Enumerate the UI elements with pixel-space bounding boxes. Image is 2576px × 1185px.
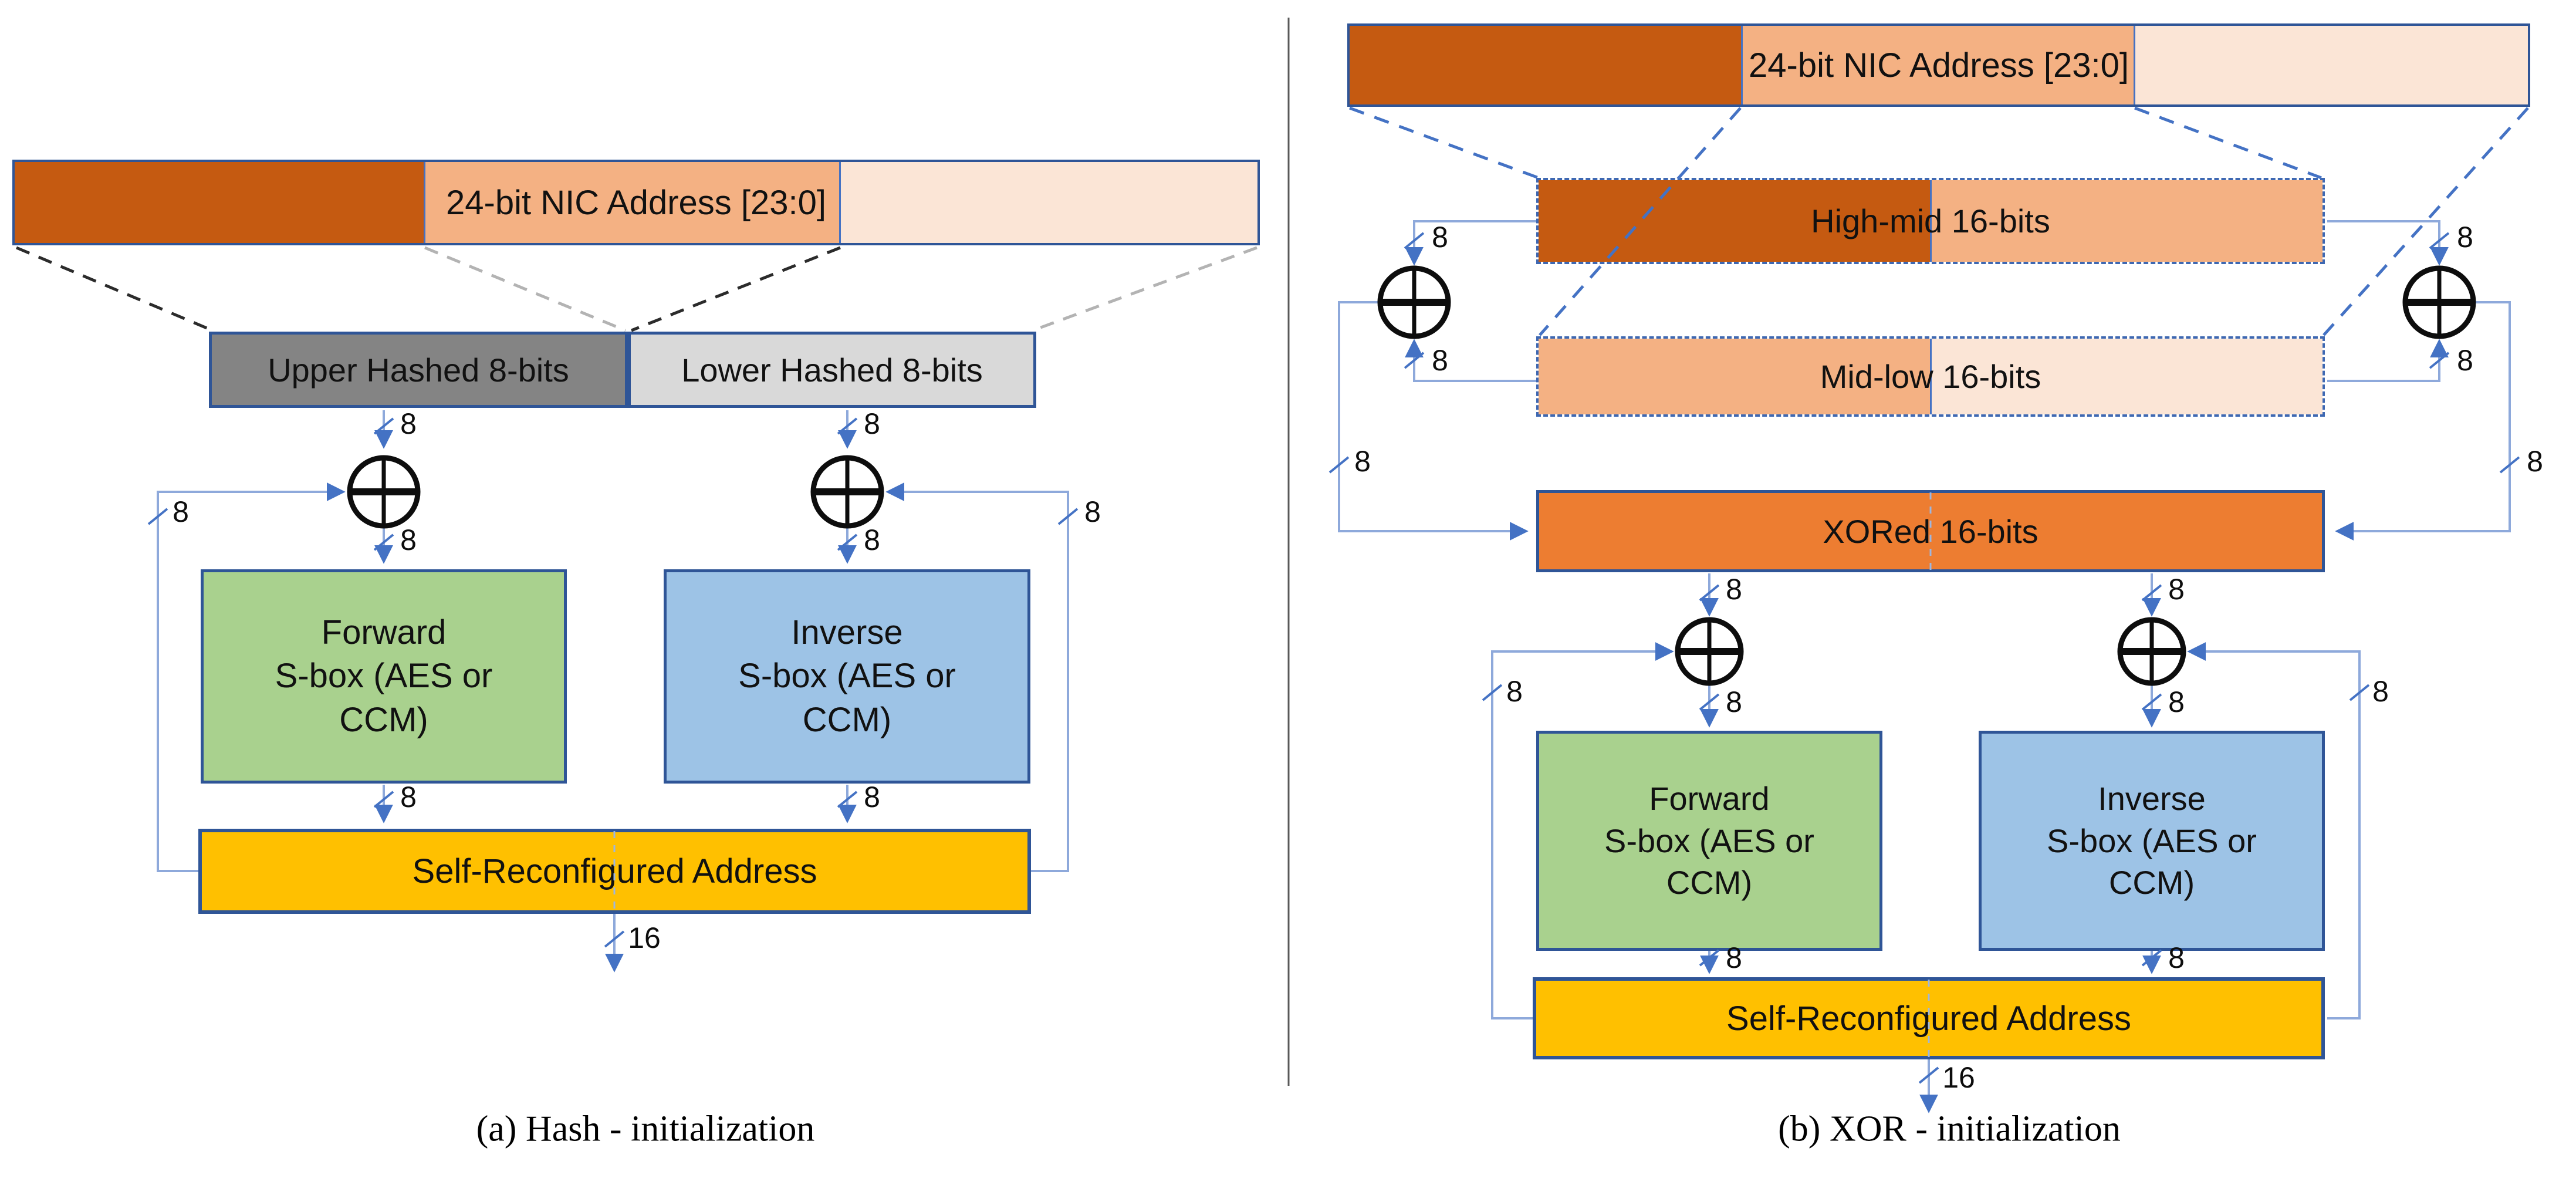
nic-segment-low [841, 162, 1257, 243]
forward-sbox-a: Forward S-box (AES or CCM) [201, 569, 567, 784]
bus-width-label: 8 [2168, 941, 2185, 974]
inverse-sbox-a-line3: CCM) [802, 700, 892, 739]
inverse-sbox-b-line1: Inverse [2098, 779, 2206, 817]
panel-b: 24-bit NIC Address [23:0] High-mid 16-bi… [1289, 0, 2576, 1185]
forward-sbox-b: Forward S-box (AES or CCM) [1536, 731, 1882, 951]
self-reconfigured-address-b: Self-Reconfigured Address [1533, 977, 2325, 1059]
nic-bar-label-a: 24-bit NIC Address [23:0] [446, 183, 826, 222]
bus-width-label: 8 [2457, 221, 2473, 254]
bus-width-label: 8 [1084, 495, 1101, 528]
inverse-sbox-b: Inverse S-box (AES or CCM) [1979, 731, 2325, 951]
bus-width-label: 8 [400, 524, 417, 556]
bus-width-label: 8 [2372, 675, 2389, 708]
bus-width-label: 8 [1506, 675, 1523, 708]
forward-sbox-a-line2: S-box (AES or [275, 657, 493, 696]
bus-width-label: 8 [1726, 941, 1742, 974]
inverse-sbox-a-line1: Inverse [791, 613, 903, 652]
inverse-sbox-b-line2: S-box (AES or [2047, 822, 2257, 859]
bus-width-label: 8 [1354, 445, 1371, 478]
nic-segment-mid [425, 162, 841, 243]
self-reconfigured-address-a: Self-Reconfigured Address [198, 829, 1031, 914]
output-label-a: Self-Reconfigured Address [412, 852, 817, 890]
caption-b: (b) XOR - initialization [1778, 1109, 2121, 1149]
high-mid-right-half [1931, 180, 2323, 262]
forward-sbox-b-line2: S-box (AES or [1604, 822, 1814, 859]
lower-hashed-box: Lower Hashed 8-bits [628, 332, 1036, 408]
nic-segment-high [1350, 26, 1743, 104]
xored-label: XORed 16-bits [1823, 512, 2039, 550]
bus-width-label: 8 [864, 524, 880, 556]
mid-low-right-half [1931, 339, 2323, 414]
nic-segment-low [2135, 26, 2528, 104]
high-mid-label: High-mid 16-bits [1811, 202, 2050, 239]
bus-width-label: 8 [1432, 221, 1448, 254]
bus-width-label: 8 [2527, 445, 2543, 478]
bus-width-label: 8 [864, 407, 880, 440]
inverse-sbox-b-line3: CCM) [2108, 864, 2195, 902]
upper-hashed-box: Upper Hashed 8-bits [209, 332, 628, 408]
bus-width-label: 8 [2168, 573, 2185, 606]
bus-width-label: 8 [2168, 686, 2185, 718]
bus-width-label: 8 [1432, 344, 1448, 377]
mid-low-left-half [1539, 339, 1932, 414]
bus-width-label: 8 [864, 781, 880, 813]
nic-bar-label-b: 24-bit NIC Address [23:0] [1749, 46, 2129, 85]
bus-width-label: 8 [2457, 344, 2473, 377]
nic-address-bar-a: 24-bit NIC Address [23:0] [12, 160, 1260, 245]
bus-width-label: 8 [1726, 686, 1742, 718]
mid-low-label: Mid-low 16-bits [1820, 358, 2041, 395]
caption-a: (a) Hash - initialization [476, 1109, 815, 1149]
nic-address-bar-b: 24-bit NIC Address [23:0] [1347, 23, 2530, 107]
bus-width-label: 8 [400, 781, 417, 813]
xored-box: XORed 16-bits [1536, 490, 2325, 572]
panel-a: 24-bit NIC Address [23:0] Upper Hashed 8… [12, 160, 1260, 914]
upper-hashed-label: Upper Hashed 8-bits [268, 351, 569, 389]
bus-width-label: 8 [173, 495, 189, 528]
high-mid-box: High-mid 16-bits [1536, 178, 2325, 264]
forward-sbox-b-line1: Forward [1649, 779, 1770, 817]
inverse-sbox-a: Inverse S-box (AES or CCM) [664, 569, 1030, 784]
inverse-sbox-a-line2: S-box (AES or [738, 657, 956, 696]
bus-width-label: 16 [1942, 1061, 1975, 1094]
bus-width-label: 16 [628, 921, 661, 954]
lower-hashed-label: Lower Hashed 8-bits [681, 351, 983, 389]
mid-low-box: Mid-low 16-bits [1536, 336, 2325, 417]
nic-segment-mid [1742, 26, 2136, 104]
forward-sbox-b-line3: CCM) [1666, 864, 1753, 902]
forward-sbox-a-line3: CCM) [339, 700, 428, 739]
nic-segment-high [15, 162, 425, 243]
bus-width-label: 8 [400, 407, 417, 440]
forward-sbox-a-line1: Forward [321, 613, 447, 652]
output-label-b: Self-Reconfigured Address [1726, 999, 2131, 1038]
bus-width-label: 8 [1726, 573, 1742, 606]
